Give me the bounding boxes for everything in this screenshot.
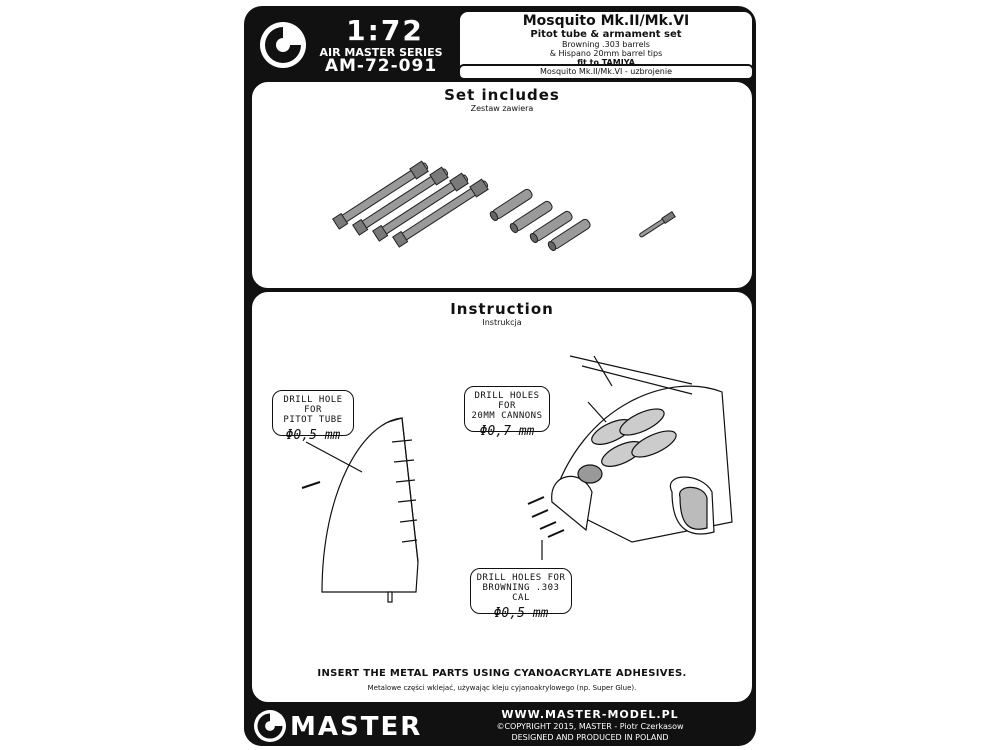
adhesive-note-pl: Metalowe części wklejać, używając kleju …	[367, 684, 637, 692]
hispano-barrel-tip	[529, 210, 573, 244]
callout-pitot-line2: PITOT TUBE	[283, 415, 343, 425]
callout-cannons-size: Φ0,7 mm	[479, 424, 535, 439]
callout-pitot-size: Φ0,5 mm	[285, 428, 341, 443]
callout-browning-line2: BROWNING .303 CAL	[482, 583, 560, 603]
product-subtitle: Pitot tube & armament set	[530, 29, 682, 40]
instruction-subtitle: Instrukcja	[482, 318, 522, 327]
footer-copyright: ©COPYRIGHT 2015, MASTER - Piotr Czerkaso…	[496, 722, 684, 731]
product-title: Mosquito Mk.II/Mk.VI	[522, 13, 690, 29]
browning-barrel	[372, 172, 469, 242]
instruction-title: Instruction	[450, 300, 554, 318]
aircraft-nose-drawing	[527, 355, 733, 560]
callout-cannons-line2: 20MM CANNONS	[471, 411, 543, 421]
footer-logo-icon	[254, 710, 286, 742]
instruction-illustration	[301, 355, 733, 603]
product-line-5: fit to TAMIYA	[577, 58, 635, 67]
set-title: Set includes	[444, 86, 560, 104]
series-label: AIR MASTER SERIES	[319, 46, 443, 59]
callout-browning-line1: DRILL HOLES FOR	[476, 573, 566, 583]
product-card: 1:72 AIR MASTER SERIES AM-72-091 Mosquit…	[244, 6, 756, 746]
footer-brand: MASTER	[290, 712, 423, 742]
callout-pitot: DRILL HOLE FOR PITOT TUBE Φ0,5 mm	[272, 390, 354, 443]
hispano-barrel-tip	[509, 200, 553, 234]
product-code: AM-72-091	[324, 56, 438, 76]
set-includes-panel: Set includes Zestaw zawiera	[250, 80, 754, 290]
browning-barrel	[352, 166, 449, 236]
browning-barrel	[332, 160, 429, 230]
footer-url[interactable]: WWW.MASTER-MODEL.PL	[501, 708, 679, 721]
header-series-block: 1:72 AIR MASTER SERIES AM-72-091	[250, 12, 452, 76]
product-line-3: Browning .303 barrels	[562, 40, 650, 49]
footer: MASTER WWW.MASTER-MODEL.PL ©COPYRIGHT 20…	[244, 706, 756, 746]
callout-cannons-line1: DRILL HOLES FOR	[474, 391, 540, 411]
hispano-barrel-tip	[489, 188, 533, 222]
product-line-4: & Hispano 20mm barrel tips	[549, 49, 663, 58]
scale-label: 1:72	[346, 14, 424, 47]
browning-barrel	[392, 178, 489, 248]
adhesive-note-en: INSERT THE METAL PARTS USING CYANOACRYLA…	[317, 668, 687, 679]
callout-cannons: DRILL HOLES FOR 20MM CANNONS Φ0,7 mm	[464, 386, 550, 439]
callout-pitot-line1: DRILL HOLE FOR	[283, 395, 343, 415]
header-polish-strip: Mosquito Mk.II/Mk.VI - uzbrojenie	[458, 64, 754, 80]
hispano-barrel-tip	[547, 218, 591, 252]
instruction-panel: Instruction Instrukcja	[250, 290, 754, 704]
parts-illustration	[332, 160, 676, 252]
master-logo-icon	[260, 22, 306, 68]
tail-fin-drawing	[301, 417, 419, 603]
polish-title: Mosquito Mk.II/Mk.VI - uzbrojenie	[540, 67, 672, 76]
pitot-tube	[639, 211, 676, 238]
set-subtitle: Zestaw zawiera	[470, 104, 534, 113]
callout-browning-size: Φ0,5 mm	[493, 606, 549, 621]
callout-browning: DRILL HOLES FOR BROWNING .303 CAL Φ0,5 m…	[470, 568, 572, 621]
footer-made: DESIGNED AND PRODUCED IN POLAND	[511, 733, 669, 742]
